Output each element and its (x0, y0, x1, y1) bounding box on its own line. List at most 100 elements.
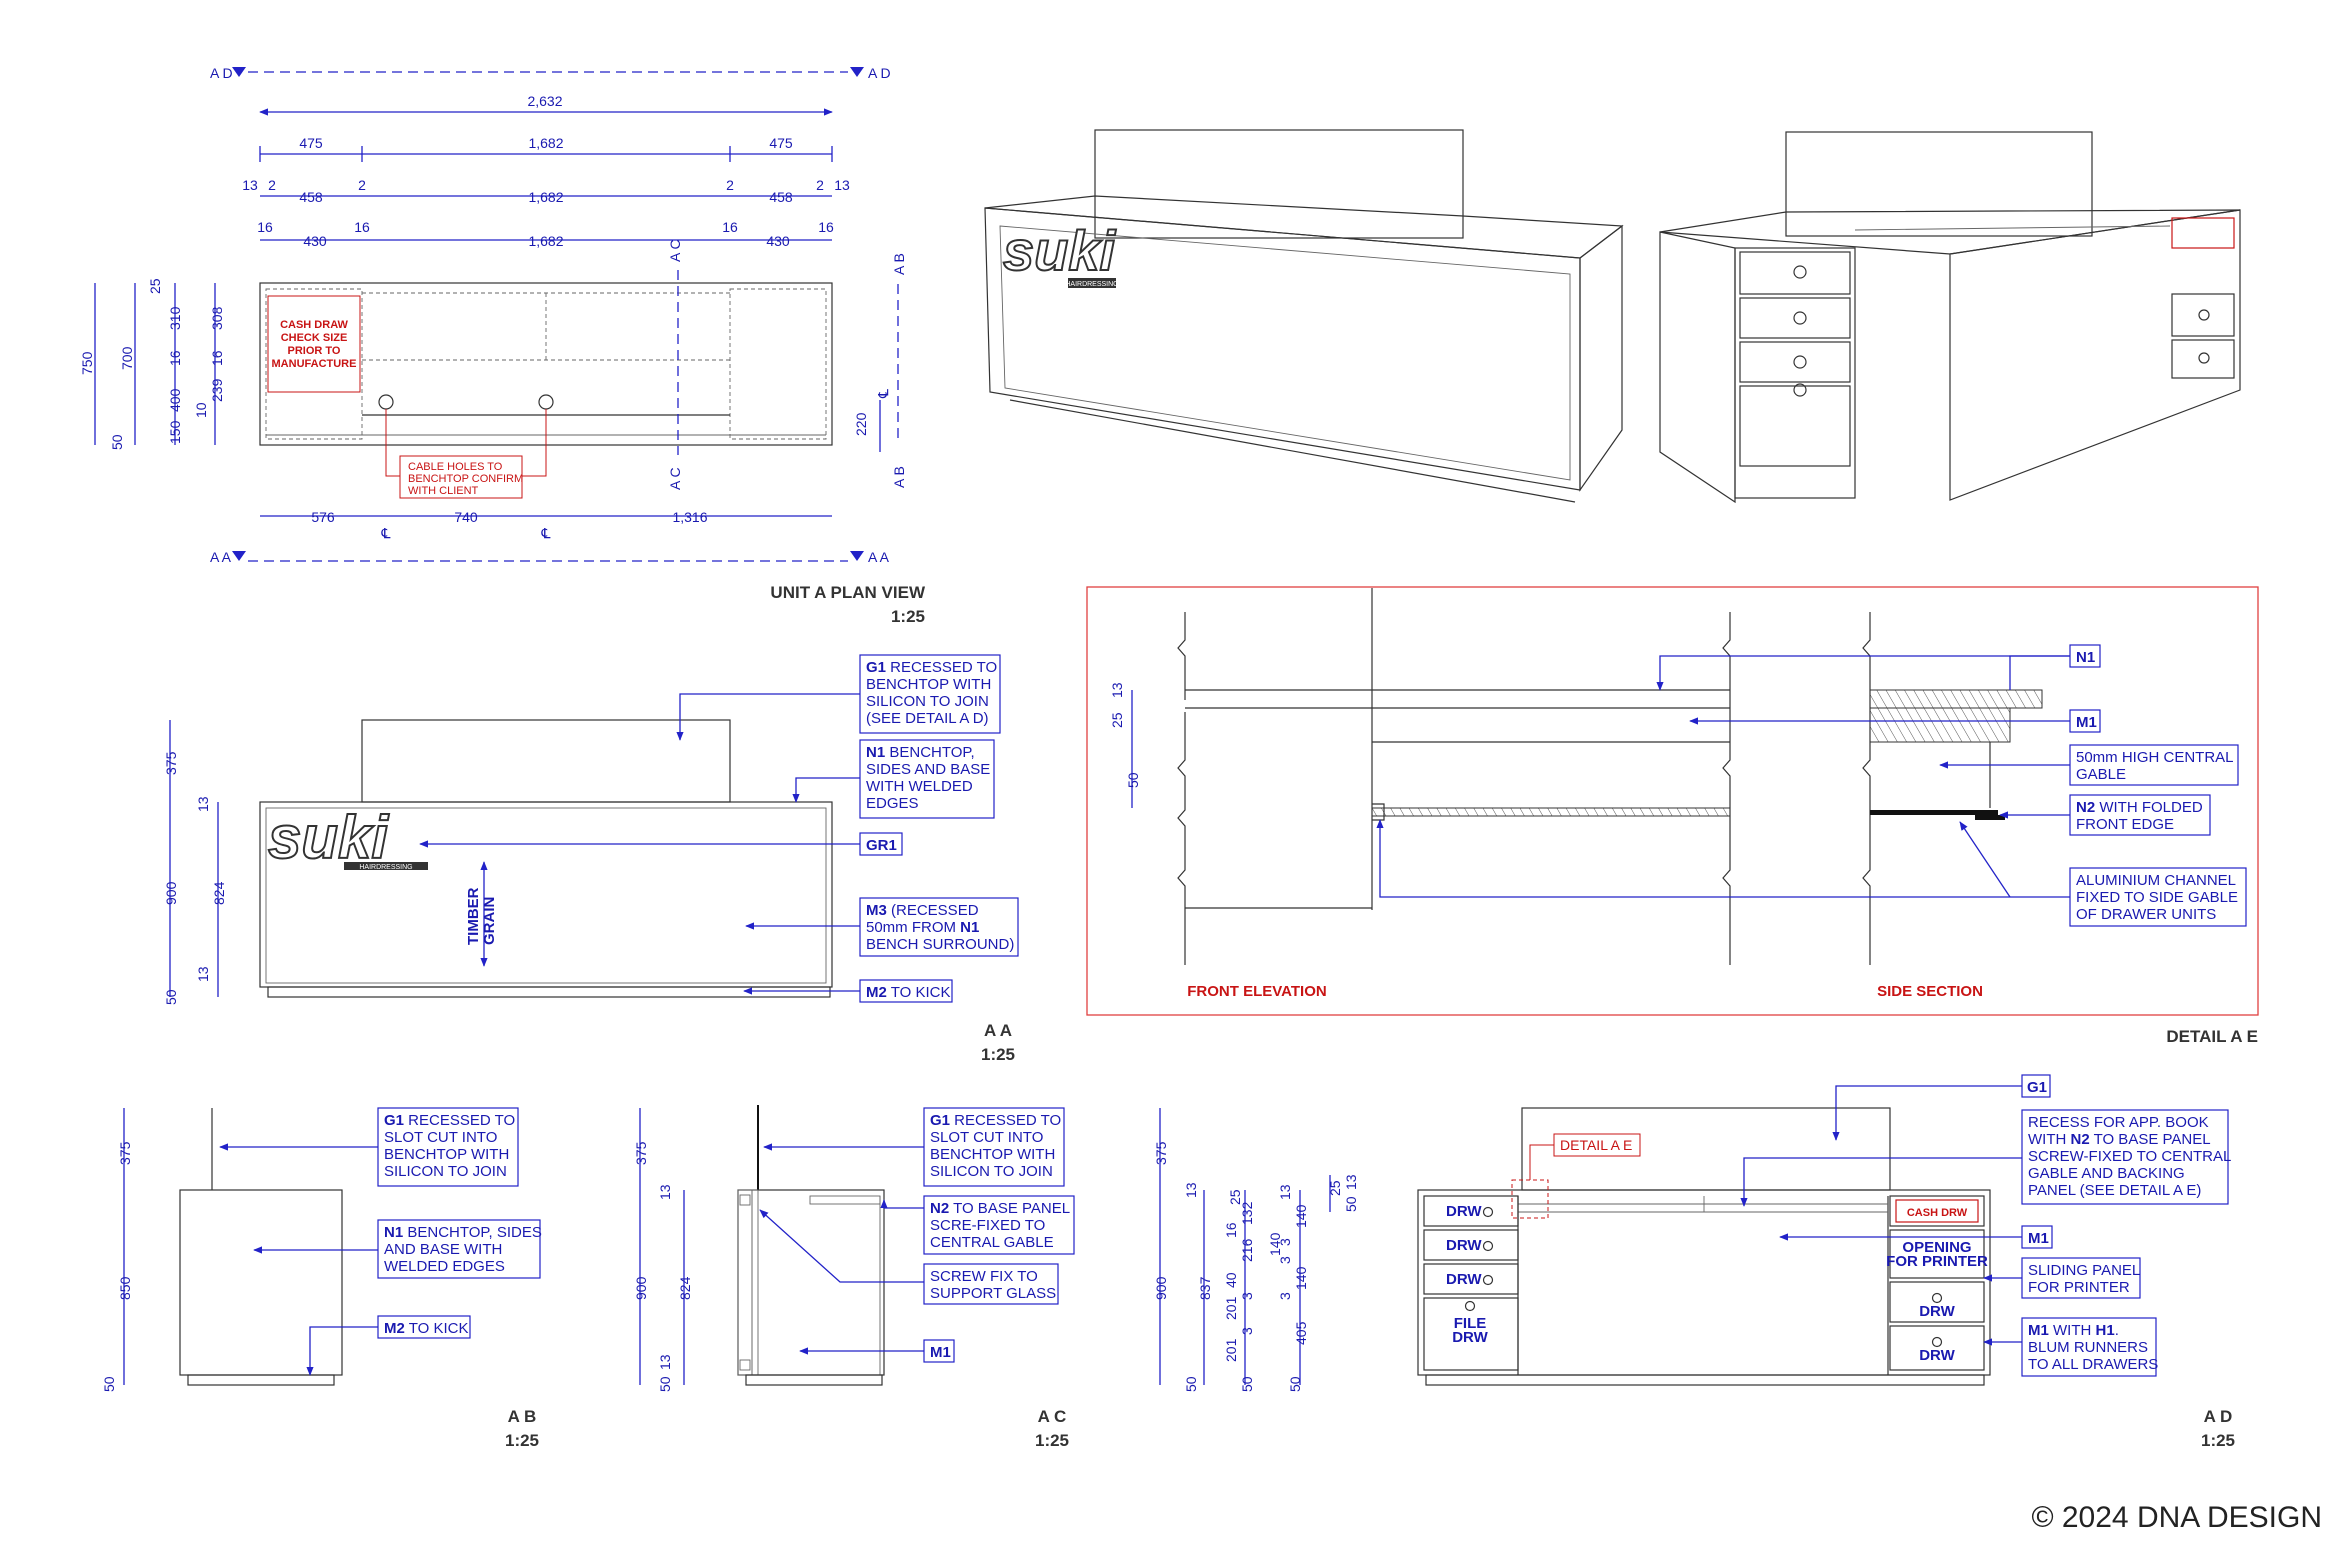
cash-draw-note: CASH DRAW (280, 319, 348, 331)
svg-text:WITH N2 TO BASE PANEL: WITH N2 TO BASE PANEL (2028, 1131, 2211, 1148)
dim-text: 25 (1227, 1189, 1243, 1205)
svg-text:A C: A C (667, 467, 683, 490)
view-ab: 375 850 50 G1 RECESSED TO SLOT CUT INTO … (101, 1107, 542, 1450)
glass-panel (1785, 131, 2093, 237)
printer-opening-label: OPENING (1902, 1239, 1971, 1256)
view-ab-title: A B (508, 1407, 537, 1426)
side-section-label: SIDE SECTION (1877, 983, 1983, 1000)
svg-text:GABLE: GABLE (2076, 766, 2126, 783)
dim-text: 16 (722, 219, 738, 235)
svg-text:G1 RECESSED TO: G1 RECESSED TO (930, 1112, 1061, 1129)
svg-text:M1 WITH H1.: M1 WITH H1. (2028, 1322, 2119, 1339)
dim-text: 150 (167, 420, 183, 444)
dim-text: 50 (1343, 1196, 1359, 1212)
svg-text:SCREW FIX TO: SCREW FIX TO (930, 1268, 1038, 1285)
dim-text: 740 (454, 509, 478, 525)
dim-text: 132 (1239, 1201, 1255, 1225)
svg-text:G1: G1 (2027, 1079, 2047, 1096)
dim-text: 430 (303, 233, 327, 249)
svg-text:DRW: DRW (1446, 1237, 1482, 1254)
svg-text:CHECK SIZE: CHECK SIZE (281, 332, 348, 344)
note-recess (2021, 1109, 2229, 1205)
svg-text:SCREW-FIXED TO CENTRAL: SCREW-FIXED TO CENTRAL (2028, 1148, 2231, 1165)
dim-text: 3 (1239, 1292, 1255, 1300)
dim-text: 16 (209, 350, 225, 366)
svg-text:OF DRAWER UNITS: OF DRAWER UNITS (2076, 906, 2216, 923)
view-aa-title: A A (984, 1021, 1012, 1040)
svg-text:ALUMINIUM CHANNEL: ALUMINIUM CHANNEL (2076, 872, 2236, 889)
dim-text: 50 (101, 1376, 117, 1392)
dim-text: 458 (299, 189, 323, 205)
svg-text:BENCHTOP WITH: BENCHTOP WITH (384, 1146, 509, 1163)
svg-text:CENTRAL GABLE: CENTRAL GABLE (930, 1234, 1054, 1251)
svg-text:HAIRDRESSING: HAIRDRESSING (359, 864, 412, 871)
dim-text: 430 (766, 233, 790, 249)
dim-text: 13 (1343, 1174, 1359, 1190)
section-marker-aa-left: A A (210, 549, 232, 565)
cable-hole-note: CABLE HOLES TO (408, 461, 503, 473)
svg-text:A B: A B (891, 466, 907, 488)
dim-text: 1,682 (528, 189, 563, 205)
brand-logo: suki (268, 804, 389, 871)
dim-total-width: 2,632 (527, 93, 562, 109)
dim-text: 16 (1223, 1222, 1239, 1238)
dim-text: 2 (816, 177, 824, 193)
dim-text: 3 (1277, 1238, 1293, 1246)
dim-text: 824 (211, 881, 227, 905)
dim-text: 308 (209, 306, 225, 330)
dim-text: 40 (1223, 1272, 1239, 1288)
view-ac-title: A C (1038, 1407, 1067, 1426)
dim-text: 25 (147, 278, 163, 294)
dim-text: 900 (163, 881, 179, 905)
note-g1 (377, 1107, 519, 1187)
dim-text: 50 (163, 989, 179, 1005)
svg-text:WITH CLIENT: WITH CLIENT (408, 485, 479, 497)
dim-text: 458 (769, 189, 793, 205)
dim-text: 201 (1223, 1338, 1239, 1362)
cash-drawer-label: CASH DRW (1907, 1207, 1968, 1219)
dim-text: 1,682 (528, 135, 563, 151)
section-arrow (232, 67, 246, 77)
svg-text:N1: N1 (2076, 649, 2095, 666)
dim-text: 375 (1153, 1141, 1169, 1165)
dim-text: 10 (193, 402, 209, 418)
dim-text: 13 (195, 966, 211, 982)
svg-text:GR1: GR1 (866, 837, 897, 854)
drawer (1423, 1195, 1519, 1227)
dim-text: 900 (1153, 1276, 1169, 1300)
svg-text:BENCH SURROUND): BENCH SURROUND) (866, 936, 1014, 953)
view-ac-scale: 1:25 (1035, 1431, 1069, 1450)
end-panel (179, 1189, 343, 1376)
dim-text: 13 (657, 1354, 673, 1370)
svg-text:BENCHTOP CONFIRM: BENCHTOP CONFIRM (408, 473, 523, 485)
view-ad-title: A D (2204, 1407, 2233, 1426)
svg-text:(SEE DETAIL A D): (SEE DETAIL A D) (866, 710, 989, 727)
dim-text: 3 (1277, 1256, 1293, 1264)
svg-text:N1 BENCHTOP,: N1 BENCHTOP, (866, 744, 975, 761)
note-g1 (923, 1107, 1065, 1187)
svg-text:N2 TO BASE PANEL: N2 TO BASE PANEL (930, 1200, 1070, 1217)
dim-text: 375 (633, 1141, 649, 1165)
dim-text: 16 (167, 350, 183, 366)
view-ad-scale: 1:25 (2201, 1431, 2235, 1450)
note-m1-h1 (2021, 1317, 2157, 1377)
dim-text: 239 (209, 378, 225, 402)
dim-text: 900 (633, 1276, 649, 1300)
dim-text: 1,682 (528, 233, 563, 249)
timber-grain-label: TIMBER (465, 887, 482, 945)
brand-sub: HAIRDRESSING (1065, 281, 1118, 288)
drawer (1889, 1325, 1985, 1371)
view-ab-scale: 1:25 (505, 1431, 539, 1450)
svg-text:FOR PRINTER: FOR PRINTER (2028, 1279, 2130, 1296)
dim-text: 2 (358, 177, 366, 193)
plan-view: A D A D A A A A 2,632 475 1,682 475 13 2… (79, 65, 926, 626)
dim-text: 2 (268, 177, 276, 193)
note-n2 (923, 1195, 1075, 1255)
dim-text: 824 (677, 1276, 693, 1300)
perspective-back (1659, 131, 2241, 504)
note-screw (923, 1263, 1059, 1305)
dim-text: 13 (195, 796, 211, 812)
dim-text: 13 (1109, 682, 1125, 698)
plan-view-scale: 1:25 (891, 607, 925, 626)
note-alu-channel (2069, 867, 2247, 927)
